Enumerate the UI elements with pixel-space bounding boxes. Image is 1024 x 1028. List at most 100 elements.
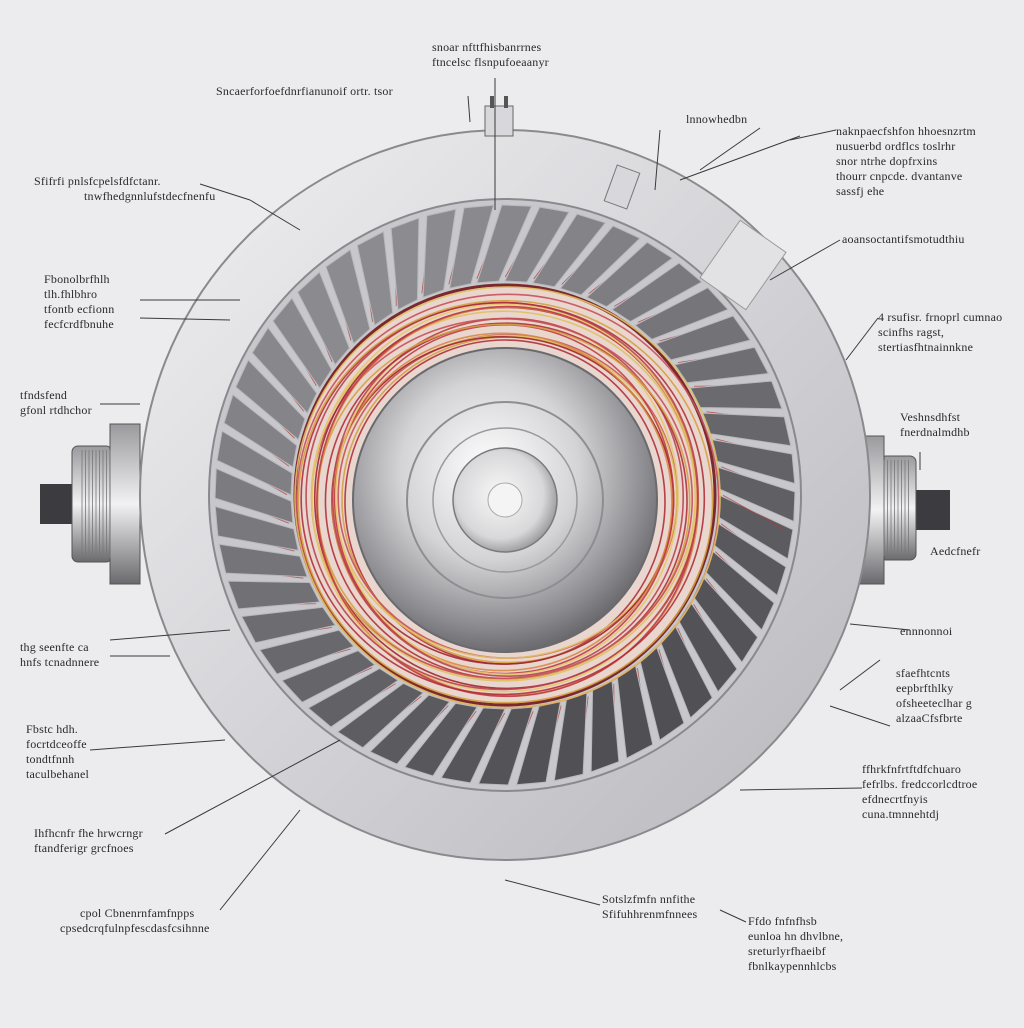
stator-blade xyxy=(559,225,641,296)
leader-line xyxy=(829,705,891,727)
label-line: efdnecrtfnyis xyxy=(862,792,928,806)
label-line: stertiasfhtnainnkne xyxy=(878,340,974,354)
stator-blade xyxy=(712,522,787,597)
label-line: snor ntrhe dopfrxins xyxy=(836,154,938,168)
label-line: aoansoctantifsmotudthiu xyxy=(842,232,965,246)
callout-bottom-center: Sotslzfmfn nnfithe Sfifuhhrenmfnnees xyxy=(602,892,697,922)
terminal-block-icon xyxy=(484,96,787,311)
stator-blade xyxy=(281,650,376,703)
stator-blade xyxy=(272,297,333,389)
label-line: ennnonnoi xyxy=(900,624,953,638)
callout-right-1: aoansoctantifsmotudthiu xyxy=(842,232,965,247)
leader-line xyxy=(139,317,231,321)
callout-left-4: thg seenfte ca hnfs tcnadnnere xyxy=(20,640,99,670)
callout-top-right-small: lnnowhedbn xyxy=(686,112,747,127)
label-line: naknpaecfshfon hhoesnzrtm xyxy=(836,124,976,138)
stator-blade xyxy=(448,204,495,289)
callout-left-5: Fbstc hdh. focrtdceoffe tondtfnnh taculb… xyxy=(26,722,89,782)
leader-line xyxy=(769,239,841,281)
leader-line xyxy=(849,623,911,631)
leader-line xyxy=(249,199,301,231)
label-line: Ihfhcnfr fhe hrwcrngr xyxy=(34,826,143,840)
winding-strand xyxy=(297,299,714,704)
stator-blade xyxy=(240,606,337,644)
label-line: sassfj ehe xyxy=(836,184,885,198)
winding-strand xyxy=(316,305,698,698)
label-line: fnerdnalmdhb xyxy=(900,425,970,439)
callout-right-2: 4 rsufisr. frnoprl cumnao scinfhs ragst,… xyxy=(878,310,1002,355)
label-line: cuna.tmnnehtdj xyxy=(862,807,940,821)
label-line: thourr cnpcde. dvantanve xyxy=(836,169,963,183)
stator-blade xyxy=(660,624,713,719)
label-line: cpsedcrqfulnpfescdasfcsihnne xyxy=(60,921,210,935)
label-line: ffhrkfnfrtftdfchuaro xyxy=(862,762,962,776)
label-line: alzaaCfsfbrte xyxy=(896,711,963,725)
label-line: tondtfnnh xyxy=(26,752,75,766)
label-line: eunloa hn dhvlbne, xyxy=(748,929,844,943)
leader-line xyxy=(845,317,879,361)
stator-blade xyxy=(214,467,294,524)
label-line: gfonl rtdhchor xyxy=(20,403,92,417)
stator-blade xyxy=(477,706,534,786)
stator-blade xyxy=(611,262,703,323)
stator-blade xyxy=(356,230,394,327)
label-line: cpol Cbnenrnfamfnpps xyxy=(80,906,195,920)
stator-blade xyxy=(369,694,451,765)
stator-blade xyxy=(390,217,420,311)
leader-line xyxy=(89,739,226,751)
label-line: sreturlyrfhaeibf xyxy=(748,944,826,958)
label-line: lnnowhedbn xyxy=(686,112,748,126)
label-line: Sotslzfmfn nnfithe xyxy=(602,892,696,906)
stator-blade xyxy=(532,213,607,288)
stator-blade xyxy=(336,682,424,749)
leader-line xyxy=(219,809,301,911)
callout-right-3: Veshnsdhfst fnerdnalmdhb xyxy=(900,410,970,440)
stator-blade xyxy=(504,206,570,283)
stator-blade xyxy=(673,346,770,384)
label-line: ftncelsc flsnpufoeaanyr xyxy=(432,55,549,69)
callout-left-1: Sfifrfi pnlsfcpelsfdfctanr. tnwfhedgnnlu… xyxy=(34,174,215,204)
stator-blade xyxy=(655,315,752,361)
stator-blade xyxy=(214,505,299,552)
stator-blade xyxy=(422,208,457,299)
hub-ring-inner xyxy=(432,427,578,573)
stator-blade xyxy=(251,326,318,414)
label-line: Sncaerforfoefdnrfianunoif ortr. tsor xyxy=(216,84,393,98)
label-line: fecfcrdfbnuhe xyxy=(44,317,114,331)
stator-blade xyxy=(634,287,729,340)
blade-wire xyxy=(722,494,784,530)
leader-line xyxy=(739,787,863,791)
callout-right-6: sfaefhtcnts eepbrfthlky ofsheeteclhar g … xyxy=(896,666,972,726)
leader-line xyxy=(654,129,661,191)
callout-right-7: ffhrkfnfrtftdfchuaro fefrlbs. fredccorlc… xyxy=(862,762,977,822)
callout-bottom-right: Ffdo fnfnfhsb eunloa hn dhvlbne, sreturl… xyxy=(748,914,843,974)
stator-blade xyxy=(307,667,399,728)
leader-line xyxy=(719,909,747,923)
stator-blade xyxy=(325,248,371,345)
label-line: eepbrfthlky xyxy=(896,681,954,695)
stator-blade xyxy=(704,549,775,631)
stator-blade xyxy=(297,271,350,366)
callout-left-2: Fbonolbrfhlh tlh.fhlbhro tfontb ecfionn … xyxy=(44,272,114,332)
stator-blade xyxy=(692,576,759,664)
label-line: sfaefhtcnts xyxy=(896,666,951,680)
hub-bore xyxy=(487,482,523,518)
stator-blade xyxy=(258,629,355,675)
stator-blade xyxy=(476,204,533,284)
callout-left-3: tfndsfend gfonl rtdhchor xyxy=(20,388,92,418)
stator-blade xyxy=(223,393,298,468)
stator-blade xyxy=(403,702,478,777)
label-line: scinfhs ragst, xyxy=(878,325,945,339)
leader-line xyxy=(199,183,251,201)
leader-line xyxy=(164,739,341,835)
label-line: fbnlkaypennhlcbs xyxy=(748,959,837,973)
left-shaft-ribs xyxy=(81,450,111,558)
stator-blade xyxy=(235,359,306,441)
label-line: 4 rsufisr. frnoprl cumnao xyxy=(878,310,1003,324)
stator-blade xyxy=(586,241,674,308)
callout-top-right-block: naknpaecfshfon hhoesnzrtm nusuerbd ordfl… xyxy=(836,124,976,199)
label-line: nusuerbd ordflcs toslrhr xyxy=(836,139,956,153)
winding-strand xyxy=(294,286,721,709)
